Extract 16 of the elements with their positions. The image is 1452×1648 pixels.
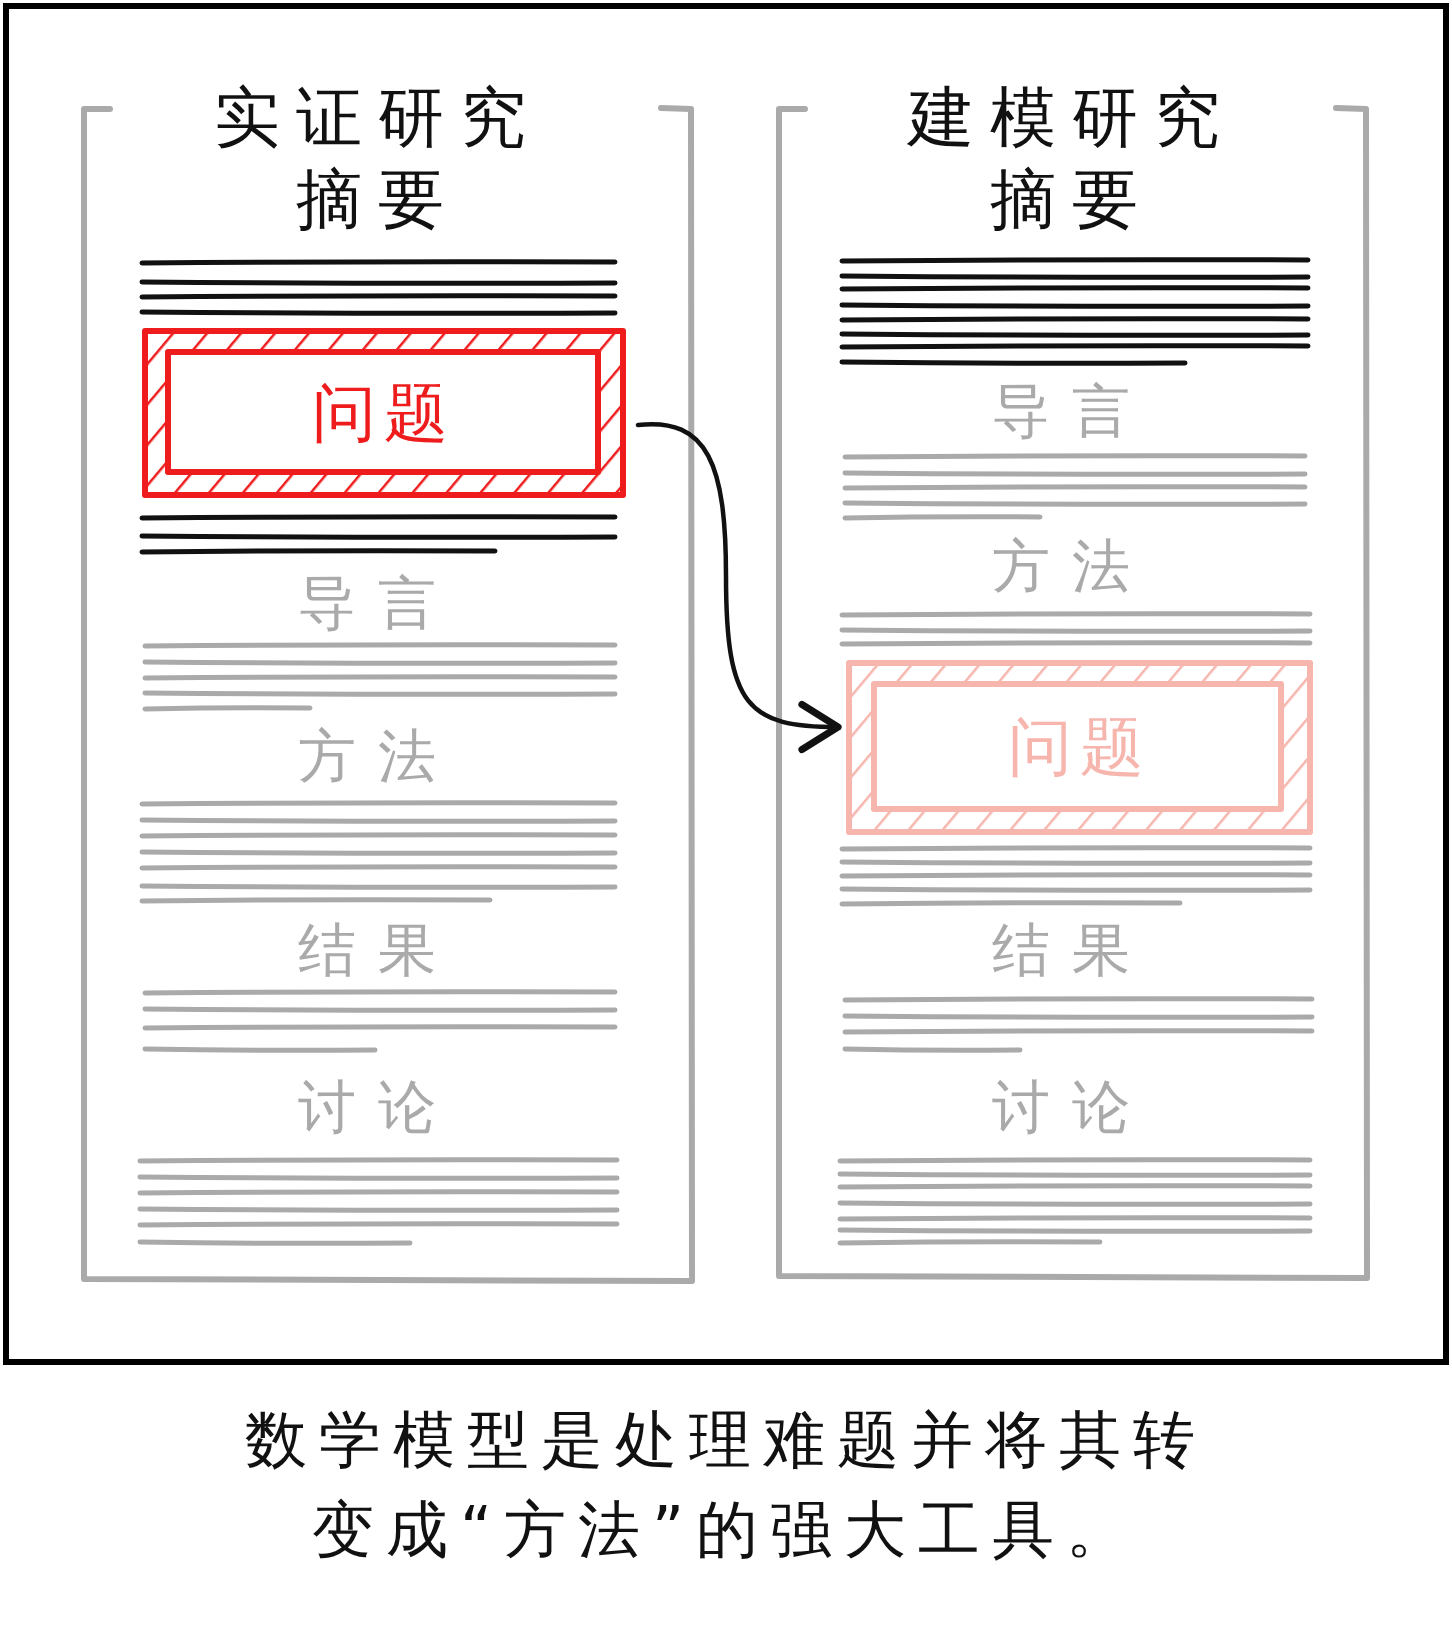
section-heading: 摘要 — [296, 160, 460, 240]
section-heading: 摘要 — [990, 160, 1154, 240]
section-heading: 导言 — [298, 568, 458, 639]
highlight-box: 问题 — [142, 328, 626, 498]
section-heading: 讨论 — [992, 1072, 1152, 1143]
caption: 数学模型是处理难题并将其转变成“方法”的强大工具。 — [244, 1402, 1208, 1568]
section-heading: 导言 — [992, 376, 1152, 447]
section-heading: 方法 — [298, 721, 458, 792]
highlight-box: 问题 — [846, 660, 1313, 835]
arrow — [635, 421, 842, 753]
paper-heading: 建模研究 — [908, 78, 1236, 158]
section-heading: 结果 — [298, 915, 458, 986]
paper-heading: 实证研究 — [214, 78, 542, 158]
section-heading: 讨论 — [298, 1072, 458, 1143]
section-heading: 方法 — [992, 531, 1152, 602]
section-heading: 结果 — [992, 915, 1152, 986]
